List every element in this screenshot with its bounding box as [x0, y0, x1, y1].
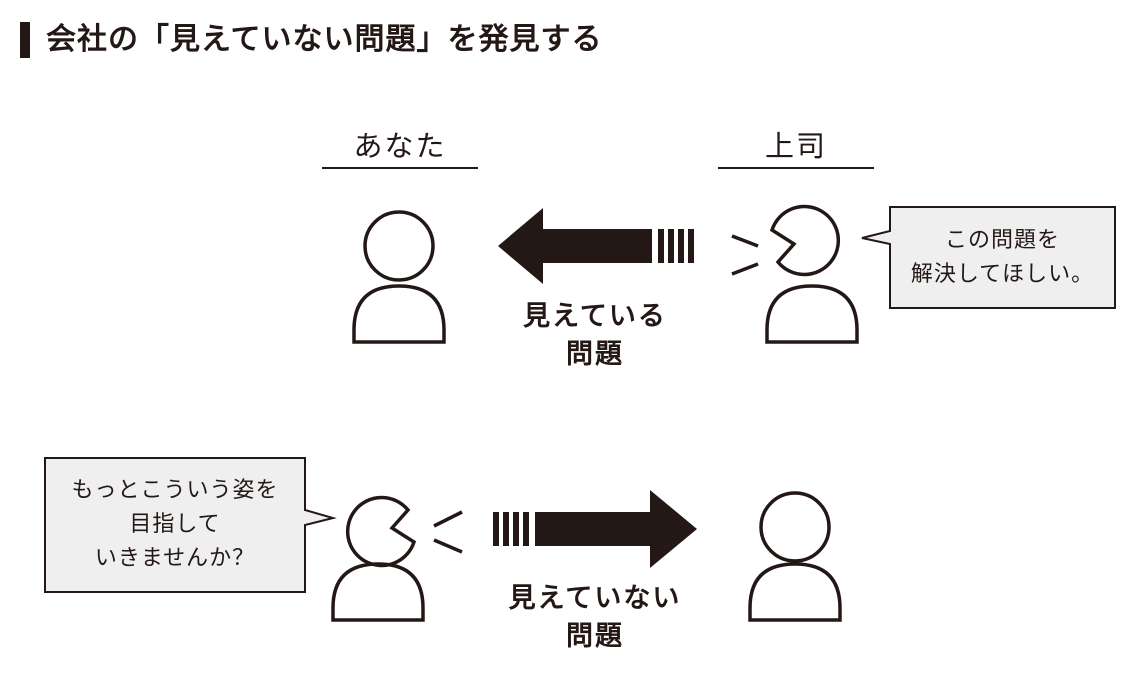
invisible-problem-label: 見えていない 問題 [490, 580, 700, 656]
boss-label: 上司 [764, 129, 827, 163]
visible-problem-line-1: 見えている [523, 301, 667, 332]
boss-speaking-icon-top [765, 204, 859, 344]
you-bubble-line-2: 目指して [129, 512, 221, 537]
boss-bubble-line-2: 解決してほしい。 [910, 262, 1095, 287]
you-bubble-shape [44, 457, 337, 593]
visible-problem-label: 見えている 問題 [505, 298, 685, 374]
you-speaking-icon-bottom [331, 495, 425, 622]
you-bubble-text: もっとこういう姿を 目指して いきませんか？ [45, 474, 305, 576]
speech-lines-bottom [433, 510, 463, 554]
you-person-icon-top [352, 210, 446, 344]
title-marker-bar [20, 22, 30, 58]
arrow-left-visible-problem [498, 208, 694, 284]
speech-lines-top [731, 234, 759, 276]
you-bubble-line-1: もっとこういう姿を [71, 478, 279, 503]
boss-bubble-line-1: この問題を [944, 228, 1060, 253]
invisible-problem-line-1: 見えていない [508, 583, 682, 614]
boss-person-icon-bottom [748, 491, 842, 622]
boss-bubble-shape [861, 206, 1116, 309]
page-title: 会社の「見えていない問題」を発見する [46, 22, 603, 57]
you-label: あなた [353, 129, 447, 163]
you-bubble-line-3: いきませんか？ [94, 546, 256, 571]
boss-bubble-text: この問題を 解決してほしい。 [890, 224, 1115, 292]
arrow-right-invisible-problem [493, 490, 697, 568]
invisible-problem-line-2: 問題 [566, 621, 624, 652]
visible-problem-line-2: 問題 [566, 339, 624, 370]
